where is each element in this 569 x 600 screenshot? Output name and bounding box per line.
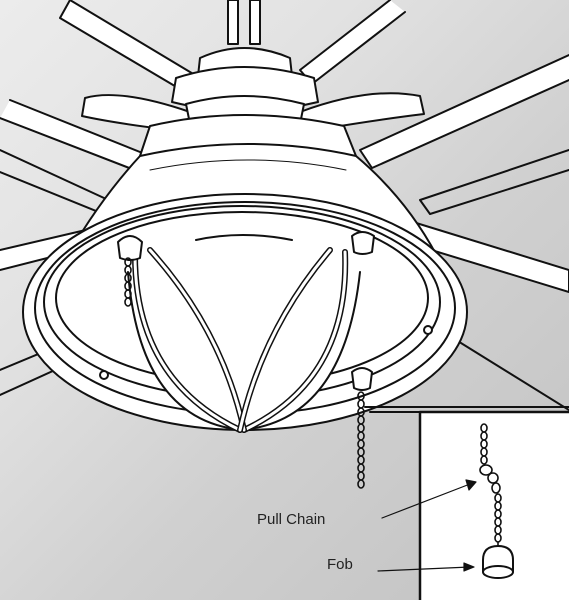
pull-chain-right bbox=[357, 391, 365, 489]
fob-label: Fob bbox=[327, 556, 353, 573]
downrod bbox=[227, 0, 261, 45]
leader-lines bbox=[377, 479, 477, 572]
fob-icon bbox=[482, 545, 514, 579]
mounting-screws bbox=[99, 231, 433, 391]
pull-chain-label: Pull Chain bbox=[257, 511, 326, 528]
inset-pull-chain bbox=[479, 423, 502, 549]
detail-inset bbox=[364, 406, 569, 600]
cage-arms bbox=[132, 247, 349, 433]
pull-chain-left bbox=[124, 257, 132, 307]
